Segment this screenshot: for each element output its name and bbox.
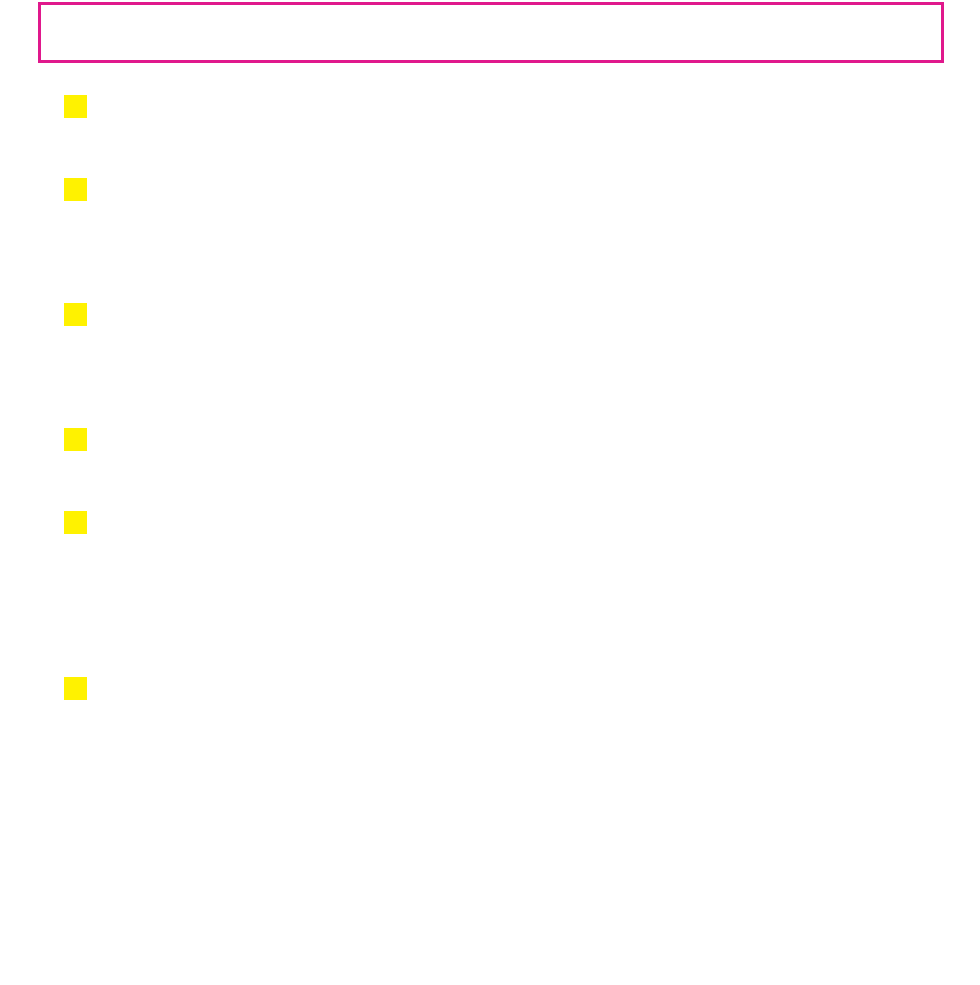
bullet-square-icon [64, 428, 87, 451]
bullet-square-icon [64, 677, 87, 700]
title-box [38, 2, 944, 63]
bullet-square-icon [64, 178, 87, 201]
bullet-square-icon [64, 511, 87, 534]
bullet-square-icon [64, 303, 87, 326]
bullet-square-icon [64, 95, 87, 118]
